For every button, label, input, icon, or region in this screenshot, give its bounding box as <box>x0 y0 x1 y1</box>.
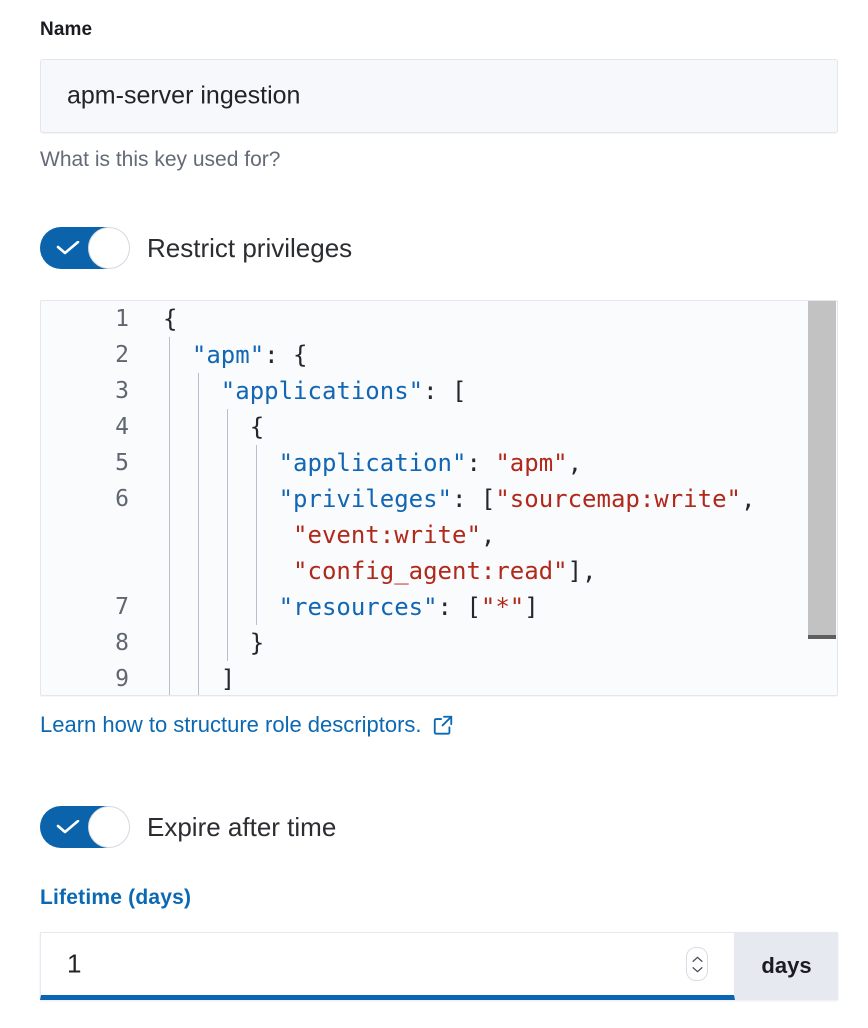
restrict-privileges-row[interactable]: Restrict privileges <box>40 227 352 269</box>
code-line-number: 1 <box>115 306 129 332</box>
indent-guide <box>226 481 228 517</box>
indent-guide <box>169 661 170 695</box>
code-line-number: 5 <box>115 450 129 476</box>
code-text: } <box>249 629 265 657</box>
code-line: 8} <box>41 625 837 661</box>
chevron-up-icon[interactable] <box>691 956 703 963</box>
indent-guide <box>197 661 199 695</box>
indent-guide <box>197 553 199 589</box>
indent-guide <box>255 553 257 589</box>
name-input[interactable]: apm-server ingestion <box>40 59 838 133</box>
code-line: 2 "apm": { <box>41 337 837 373</box>
code-line-number: 9 <box>115 666 129 692</box>
lifetime-stepper[interactable] <box>686 947 708 981</box>
indent-guide <box>226 445 228 481</box>
code-line: 7 "resources": ["*"] <box>41 589 837 625</box>
code-text: "application": "apm", <box>278 449 583 477</box>
lifetime-unit-append: days <box>735 932 838 1000</box>
indent-guide <box>226 553 228 589</box>
indent-guide <box>169 589 170 625</box>
expire-after-time-row[interactable]: Expire after time <box>40 806 336 848</box>
chevron-down-icon[interactable] <box>691 966 703 973</box>
indent-guide <box>255 481 257 517</box>
indent-guide <box>169 517 170 553</box>
indent-guide <box>169 337 170 373</box>
indent-guide <box>197 517 199 553</box>
indent-guide <box>169 445 170 481</box>
code-text: { <box>249 413 265 441</box>
lifetime-field-label: Lifetime (days) <box>40 886 192 909</box>
indent-guide <box>197 625 199 661</box>
indent-guide <box>226 589 228 625</box>
indent-guide <box>197 481 199 517</box>
code-line: 4{ <box>41 409 837 445</box>
indent-guide <box>169 625 170 661</box>
code-text: "event:write", <box>293 521 496 549</box>
role-descriptors-docs-link[interactable]: Learn how to structure role descriptors. <box>40 712 454 738</box>
indent-guide <box>255 589 257 625</box>
code-line: 1{ <box>41 301 837 337</box>
code-text: "resources": ["*"] <box>278 593 539 621</box>
indent-guide <box>255 517 257 553</box>
check-icon <box>56 241 80 255</box>
name-input-value: apm-server ingestion <box>67 81 301 110</box>
indent-guide <box>197 589 199 625</box>
code-line-number: 6 <box>115 486 129 512</box>
indent-guide <box>226 409 228 445</box>
expire-after-time-toggle[interactable] <box>40 806 130 848</box>
code-line: 5 "application": "apm", <box>41 445 837 481</box>
code-line: "config_agent:read"], <box>41 553 837 589</box>
role-descriptors-code-editor[interactable]: 1{2"apm": {3"applications": [4{5"applica… <box>40 300 838 696</box>
code-line-number: 4 <box>115 414 129 440</box>
name-field-help-text: What is this key used for? <box>40 148 281 171</box>
code-text: ] <box>220 665 236 693</box>
restrict-privileges-label: Restrict privileges <box>147 232 353 263</box>
code-line: "event:write", <box>41 517 837 553</box>
indent-guide <box>169 481 170 517</box>
code-line-number: 2 <box>115 342 129 368</box>
code-text: "apm": { <box>191 341 308 369</box>
toggle-knob <box>88 227 130 269</box>
lifetime-number-input[interactable]: 1 <box>40 932 735 1000</box>
indent-guide <box>169 553 170 589</box>
code-text: "privileges": ["sourcemap:write", <box>278 485 756 513</box>
code-text: "config_agent:read"], <box>293 557 597 585</box>
indent-guide <box>197 373 199 409</box>
code-line-number: 3 <box>115 378 129 404</box>
code-line-number: 7 <box>115 594 129 620</box>
restrict-privileges-toggle[interactable] <box>40 227 130 269</box>
indent-guide <box>226 625 228 661</box>
toggle-knob <box>88 806 130 848</box>
docs-link-label: Learn how to structure role descriptors. <box>40 712 422 737</box>
editor-scrollbar-thumb[interactable] <box>808 301 836 639</box>
lifetime-input-group[interactable]: 1 days <box>40 932 838 1000</box>
indent-guide <box>197 445 199 481</box>
code-text: { <box>163 305 178 333</box>
name-field-label: Name <box>40 19 93 40</box>
indent-guide <box>169 409 170 445</box>
code-line: 9] <box>41 661 837 695</box>
indent-guide <box>169 373 170 409</box>
external-link-icon <box>433 715 452 735</box>
indent-guide <box>197 409 199 445</box>
indent-guide <box>255 445 257 481</box>
code-line-number: 8 <box>115 630 129 656</box>
code-line: 3 "applications": [ <box>41 373 837 409</box>
check-icon <box>56 820 80 834</box>
expire-after-time-label: Expire after time <box>147 811 337 842</box>
editor-scrollbar-track[interactable] <box>807 301 837 695</box>
code-line: 6 "privileges": ["sourcemap:write", <box>41 481 837 517</box>
indent-guide <box>226 517 228 553</box>
code-content[interactable]: 1{2"apm": {3"applications": [4{5"applica… <box>41 301 837 695</box>
lifetime-value: 1 <box>67 948 82 979</box>
code-text: "applications": [ <box>220 377 467 405</box>
